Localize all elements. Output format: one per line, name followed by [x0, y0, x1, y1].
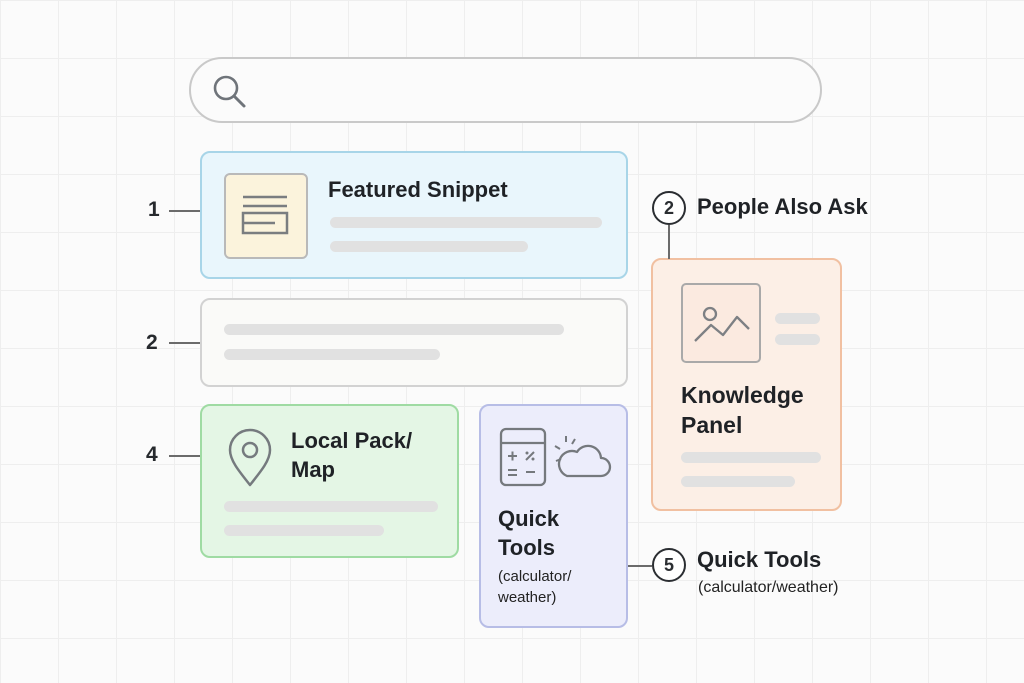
connector-line [169, 210, 200, 212]
quick-tools-callout-label: Quick Tools [697, 547, 822, 572]
placeholder-line [681, 476, 795, 487]
placeholder-line [224, 349, 440, 360]
placeholder-line [330, 241, 528, 252]
marker-1: 1 [148, 198, 160, 221]
placeholder-line [775, 313, 820, 324]
marker-4: 4 [146, 443, 158, 466]
placeholder-line [775, 334, 820, 345]
featured-snippet-title: Featured Snippet [328, 177, 508, 202]
connector-line [668, 225, 670, 259]
placeholder-line [681, 452, 821, 463]
marker-people-also-ask: 2 [652, 191, 686, 225]
map-pin-icon [228, 428, 272, 487]
marker-quick-tools: 5 [652, 548, 686, 582]
connector-line [169, 342, 200, 344]
placeholder-line [224, 501, 438, 512]
organic-result-card [200, 298, 628, 387]
image-icon [694, 306, 750, 342]
quick-tools-title: Quick Tools [498, 506, 560, 560]
calculator-icon [499, 427, 547, 487]
placeholder-line [330, 217, 602, 228]
knowledge-image-thumb [681, 283, 761, 363]
connector-line [628, 565, 652, 567]
quick-tools-callout-sub: (calculator/weather) [698, 579, 839, 596]
knowledge-panel-card: Knowledge Panel [651, 258, 842, 511]
people-also-ask-label: People Also Ask [697, 194, 868, 219]
text-document-icon [241, 195, 289, 235]
marker-2: 2 [146, 331, 158, 354]
connector-line [169, 455, 200, 457]
local-pack-card: Local Pack/ Map [200, 404, 459, 558]
quick-tools-subtitle: (calculator/ weather) [498, 568, 572, 606]
placeholder-line [224, 525, 384, 536]
featured-snippet-card: Featured Snippet [200, 151, 628, 279]
knowledge-panel-title: Knowledge Panel [681, 382, 804, 438]
search-icon [213, 75, 246, 108]
search-bar[interactable] [189, 57, 822, 123]
placeholder-line [224, 324, 564, 335]
weather-cloud-icon [554, 436, 612, 478]
local-pack-title: Local Pack/ Map [291, 428, 413, 482]
snippet-thumbnail [224, 173, 308, 259]
quick-tools-card: Quick Tools (calculator/ weather) [479, 404, 628, 628]
